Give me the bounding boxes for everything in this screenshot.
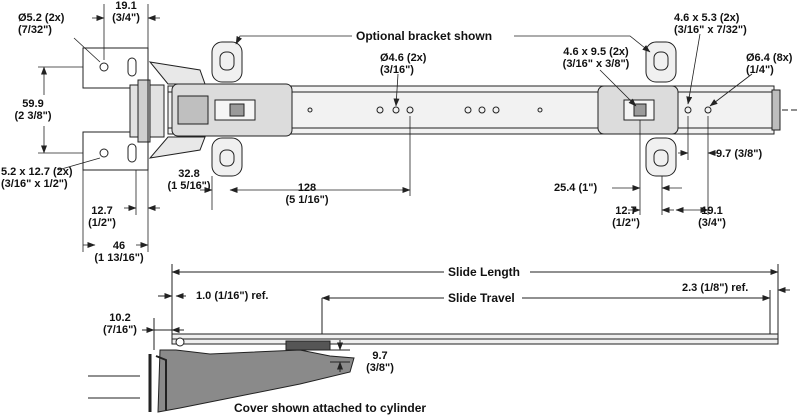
- side-view: [88, 264, 790, 413]
- upper-mounting-plate: [82, 47, 149, 89]
- rail-hole: [492, 106, 500, 114]
- dim-slot-4-6x9-5: 4.6 x 9.5 (2x)(3/16" x 3/8"): [562, 46, 630, 70]
- dim-9-7-top: 9.7 (3/8"): [716, 148, 763, 160]
- ref-1-0: 1.0 (1/16") ref.: [196, 290, 269, 302]
- cover-note: Cover shown attached to cylinder: [234, 401, 427, 415]
- right-bracket-bottom: [645, 137, 677, 177]
- left-bracket-top: [211, 41, 243, 83]
- dim-hole-4-6: Ø4.6 (2x)(3/16"): [380, 52, 427, 76]
- upper-mount-slot: [127, 57, 137, 77]
- rail-hole: [684, 106, 692, 114]
- rail-hole: [704, 106, 712, 114]
- bracket-note: Optional bracket shown: [356, 29, 493, 43]
- lower-mount-slot: [127, 143, 137, 163]
- dim-hole-5-2: Ø5.2 (2x)(7/32"): [18, 12, 65, 36]
- right-bracket-top: [645, 41, 677, 83]
- rail-hole: [478, 106, 486, 114]
- upper-mount-hole: [99, 62, 109, 72]
- dim-9-7-side: 9.7(3/8"): [366, 350, 394, 374]
- dim-46: 46(1 13/16"): [94, 240, 144, 264]
- dim-12-7-right: 12.7(1/2"): [612, 205, 640, 229]
- lower-mount-hole: [99, 148, 109, 158]
- left-bracket-bottom: [211, 137, 243, 177]
- dim-hole-6-4: Ø6.4 (8x)(1/4"): [746, 52, 793, 76]
- rail-hole: [464, 106, 472, 114]
- lower-mounting-plate: [82, 131, 149, 171]
- dim-19-1-right: 19.1(3/4"): [698, 205, 726, 229]
- dim-slot-5-2x12-7: 5.2 x 12.7 (2x)(3/16" x 1/2"): [1, 166, 73, 190]
- dim-128: 128(5 1/16"): [285, 182, 329, 206]
- top-dimension-lines: [38, 4, 753, 252]
- ref-2-3: 2.3 (1/8") ref.: [682, 282, 749, 294]
- slide-travel-label: Slide Travel: [448, 291, 515, 305]
- dim-slot-4-6x5-3: 4.6 x 5.3 (2x)(3/16" x 7/32"): [674, 12, 747, 36]
- rail-hole: [376, 106, 384, 114]
- rail-hole: [392, 106, 400, 114]
- dim-19-1-top: 19.1(3/4"): [112, 0, 140, 24]
- rail-hole: [406, 106, 414, 114]
- dim-59-9: 59.9(2 3/8"): [14, 98, 52, 122]
- dim-25-4: 25.4 (1"): [554, 182, 598, 194]
- dim-32-8: 32.8(1 5/16"): [167, 168, 211, 192]
- top-view: [82, 41, 800, 177]
- dim-12-7-left: 12.7(1/2"): [88, 205, 116, 229]
- dim-10-2: 10.2(7/16"): [103, 312, 137, 336]
- slide-length-label: Slide Length: [448, 265, 520, 279]
